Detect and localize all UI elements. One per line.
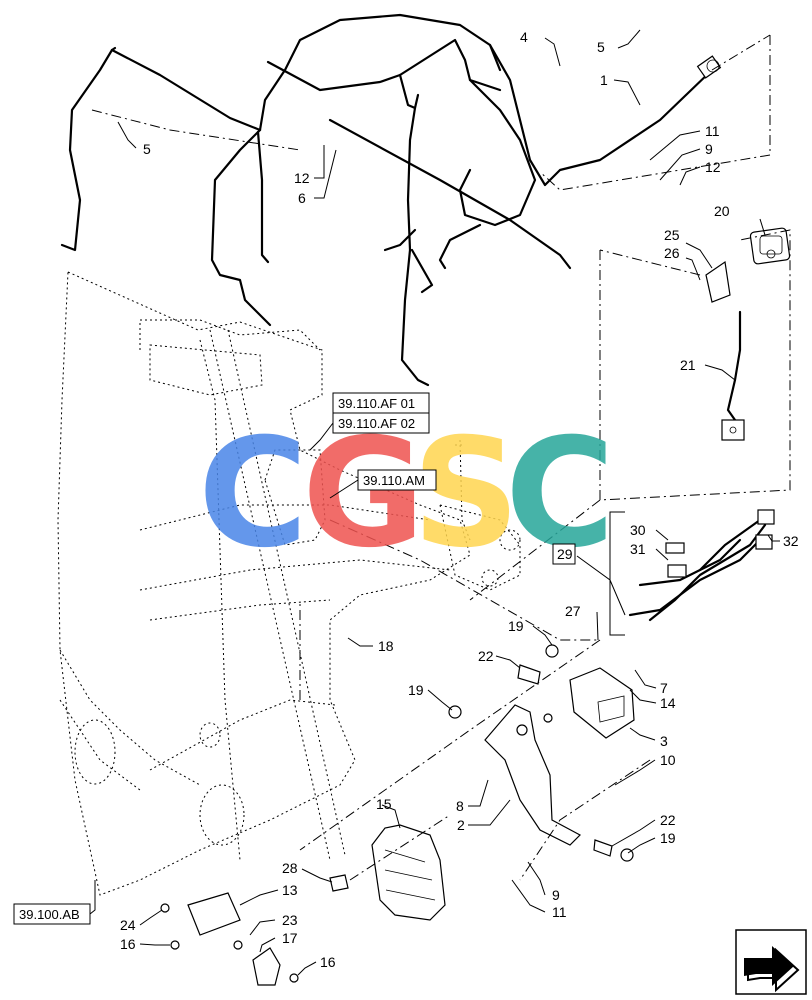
ref-af01[interactable]: 39.110.AF 01 xyxy=(338,396,415,411)
callout-12-right[interactable]: 12 xyxy=(705,159,721,175)
bottom-brackets xyxy=(160,892,299,986)
ref-ab[interactable]: 39.100.AB xyxy=(19,907,80,922)
callout-6[interactable]: 6 xyxy=(298,190,306,206)
callout-27[interactable]: 27 xyxy=(565,603,581,619)
callout-16-left[interactable]: 16 xyxy=(120,936,136,952)
work-light-assembly xyxy=(705,227,791,441)
callout-30[interactable]: 30 xyxy=(630,522,646,538)
callout-22-upper[interactable]: 22 xyxy=(478,648,494,664)
callout-18[interactable]: 18 xyxy=(378,638,394,654)
callout-23[interactable]: 23 xyxy=(282,912,298,928)
callout-1[interactable]: 1 xyxy=(600,72,608,88)
ref-am[interactable]: 39.110.AM xyxy=(363,473,425,488)
main-wiring-harness xyxy=(60,13,722,387)
control-module-bracket xyxy=(448,644,635,862)
phantom-lines xyxy=(91,34,791,881)
next-page-arrow-icon[interactable] xyxy=(735,929,807,995)
callout-32[interactable]: 32 xyxy=(783,533,799,549)
callout-3[interactable]: 3 xyxy=(660,733,668,749)
callout-7[interactable]: 7 xyxy=(660,680,668,696)
callout-4[interactable]: 4 xyxy=(520,29,528,45)
ref-af02[interactable]: 39.110.AF 02 xyxy=(338,416,415,431)
callout-22-right[interactable]: 22 xyxy=(660,812,676,828)
group-29-bracket xyxy=(609,511,625,636)
watermark-letter-3: S xyxy=(412,407,520,581)
callout-17[interactable]: 17 xyxy=(282,930,298,946)
callout-11-top[interactable]: 11 xyxy=(705,123,720,139)
callout-19-left[interactable]: 19 xyxy=(408,682,424,698)
callout-9-top[interactable]: 9 xyxy=(705,141,713,157)
callout-19-right[interactable]: 19 xyxy=(660,830,676,846)
callout-13[interactable]: 13 xyxy=(282,882,298,898)
callout-28[interactable]: 28 xyxy=(282,860,298,876)
callout-10[interactable]: 10 xyxy=(660,752,676,768)
harness-29 xyxy=(628,509,775,622)
callout-20[interactable]: 20 xyxy=(714,203,730,219)
callout-labels: 1 2 3 4 5 5 6 7 8 9 9 10 11 11 12 12 13 … xyxy=(120,29,799,970)
callout-2[interactable]: 2 xyxy=(457,817,465,833)
callout-14[interactable]: 14 xyxy=(660,695,676,711)
watermark: C G S C xyxy=(198,407,615,581)
callout-26[interactable]: 26 xyxy=(664,245,680,261)
callout-5-top[interactable]: 5 xyxy=(597,39,605,55)
callout-11-bottom[interactable]: 11 xyxy=(552,904,567,920)
callout-8[interactable]: 8 xyxy=(456,798,464,814)
callout-15[interactable]: 15 xyxy=(376,796,392,812)
callout-25[interactable]: 25 xyxy=(664,227,680,243)
callout-21[interactable]: 21 xyxy=(680,357,696,373)
callout-19-upper[interactable]: 19 xyxy=(508,618,524,634)
callout-24[interactable]: 24 xyxy=(120,917,136,933)
chassis-frame xyxy=(57,271,521,896)
callout-29[interactable]: 29 xyxy=(557,546,573,562)
callout-31[interactable]: 31 xyxy=(630,541,646,557)
callout-5-left[interactable]: 5 xyxy=(143,141,151,157)
reference-boxes: 39.110.AF 01 39.110.AF 02 39.110.AM 39.1… xyxy=(13,392,576,925)
callout-leaders xyxy=(117,29,780,976)
watermark-letter-1: C xyxy=(198,407,308,581)
callout-16-right[interactable]: 16 xyxy=(320,954,336,970)
controller-15 xyxy=(329,824,446,921)
callout-9-bottom[interactable]: 9 xyxy=(552,887,560,903)
callout-12-left[interactable]: 12 xyxy=(294,170,310,186)
